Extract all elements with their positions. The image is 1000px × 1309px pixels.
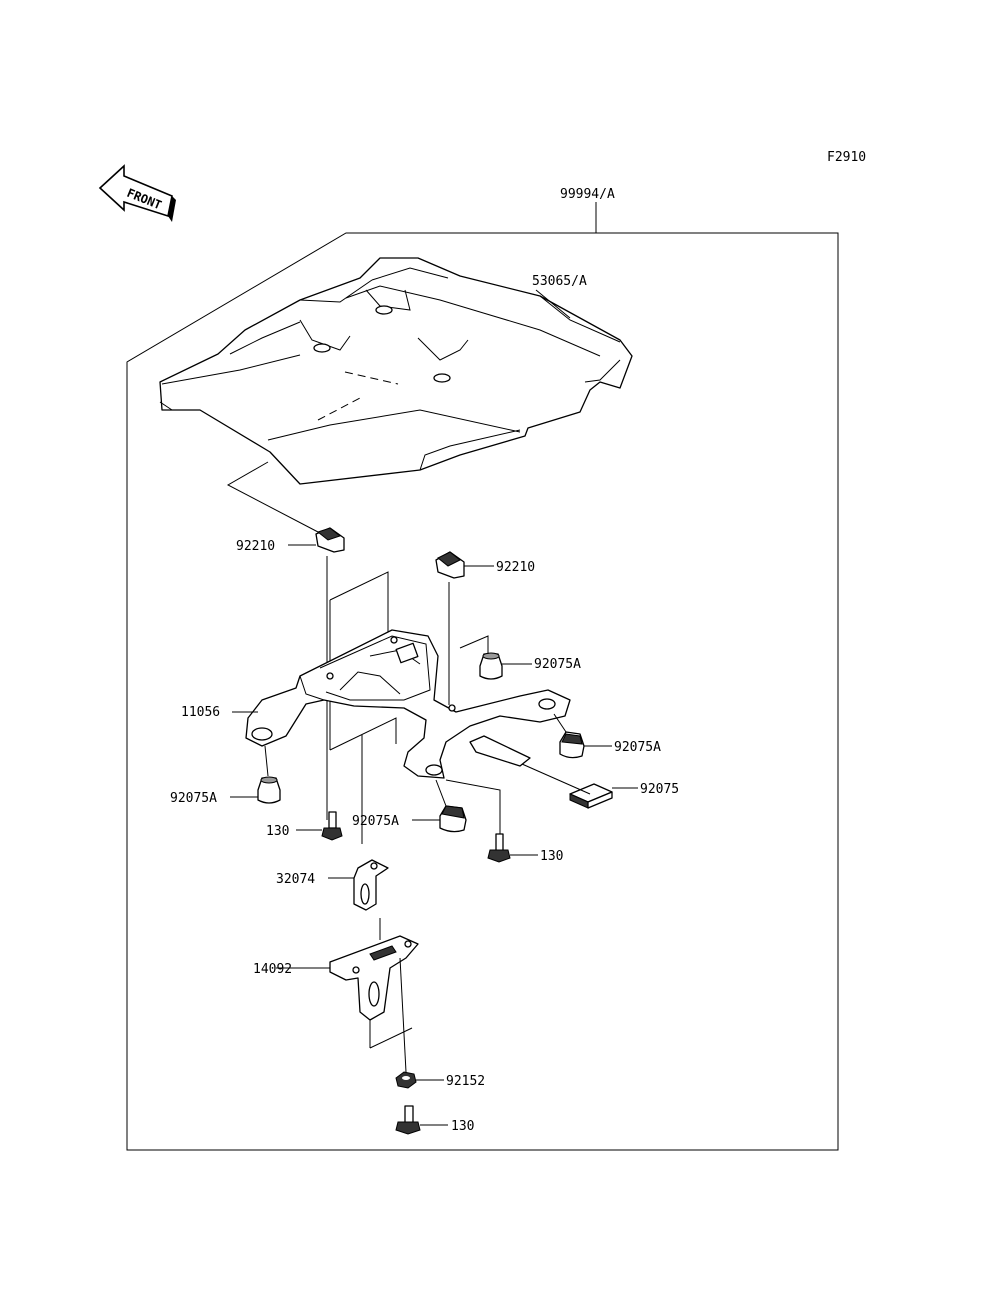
label-32074: 32074 — [276, 872, 315, 887]
figure-code: F2910 — [827, 150, 866, 165]
damper-center — [439, 805, 467, 833]
damper-right — [559, 731, 585, 759]
stay — [353, 859, 389, 911]
label-130-bottom: 130 — [451, 1119, 474, 1134]
front-arrow-icon: FRONT — [98, 164, 176, 222]
kit-outline — [126, 232, 839, 1151]
bolt-left — [321, 811, 343, 841]
label-11056: 11056 — [181, 705, 220, 720]
seat-cover — [159, 257, 633, 485]
label-92210-right: 92210 — [496, 560, 535, 575]
nut — [395, 1071, 417, 1089]
label-14092: 14092 — [253, 962, 292, 977]
bolt-bottom — [395, 1105, 421, 1135]
clip-left — [315, 527, 345, 553]
label-130-right: 130 — [540, 849, 563, 864]
label-92075A-upper: 92075A — [534, 657, 581, 672]
label-92075A-left: 92075A — [170, 791, 217, 806]
label-92075A-center: 92075A — [352, 814, 399, 829]
label-92075A-right: 92075A — [614, 740, 661, 755]
label-130-left: 130 — [266, 824, 289, 839]
label-53065A: 53065/A — [532, 274, 587, 289]
label-92075: 92075 — [640, 782, 679, 797]
bolt-right — [487, 833, 511, 863]
label-92210-left: 92210 — [236, 539, 275, 554]
seat-bracket — [245, 629, 571, 779]
label-99994A: 99994/A — [560, 187, 615, 202]
lock-plate — [329, 935, 419, 1021]
pad — [569, 783, 613, 809]
damper-upper-right — [479, 652, 503, 680]
label-92152: 92152 — [446, 1074, 485, 1089]
clip-right — [435, 551, 465, 579]
damper-left — [257, 776, 281, 804]
